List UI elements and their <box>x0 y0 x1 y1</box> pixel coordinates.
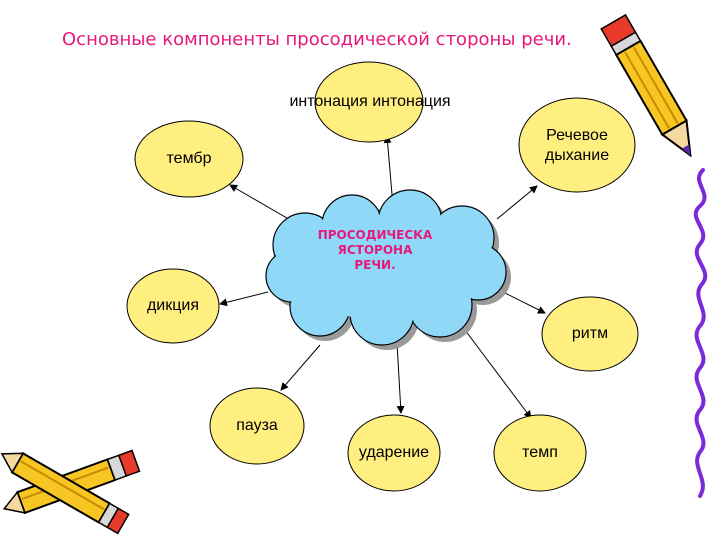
center-label-line-3: РЕЧИ. <box>354 258 396 272</box>
arrow-to-rhythm <box>504 292 546 314</box>
label-timbre: тембр <box>166 150 212 167</box>
crossed-pencils-icon <box>0 449 141 535</box>
label-breathing: Речевое дыхание <box>522 125 632 167</box>
node-diction <box>126 268 220 344</box>
squiggle-decoration <box>693 168 708 498</box>
pencil-icon <box>600 13 692 158</box>
label-stress: ударение <box>358 444 430 461</box>
center-label-line-2: ЯСТОРОНА <box>337 243 413 257</box>
label-intonation: интонация интонация <box>289 93 451 110</box>
node-tempo <box>493 414 587 492</box>
arrow-to-intonation <box>383 135 394 207</box>
label-breathing-line-2: дыхание <box>544 147 610 164</box>
arrow-to-pause <box>280 344 321 391</box>
label-tempo: темп <box>522 444 558 461</box>
arrow-to-timbre <box>229 184 293 222</box>
node-pause <box>209 387 305 465</box>
label-diction: дикция <box>146 297 200 314</box>
node-timbre <box>134 120 244 198</box>
node-rhythm <box>541 296 639 372</box>
arrow-to-stress <box>396 342 405 414</box>
page-title: Основные компоненты просодической сторон… <box>62 29 572 50</box>
arrow-to-tempo <box>461 325 532 419</box>
label-pause: пауза <box>236 417 278 434</box>
arrow-to-diction <box>219 291 269 307</box>
cloud-fill <box>267 191 505 344</box>
node-intonation <box>314 61 424 143</box>
label-breathing-line-1: Речевое <box>546 127 608 144</box>
center-label-line-1: ПРОСОДИЧЕСКА <box>317 228 433 242</box>
node-stress <box>347 414 441 492</box>
arrow-to-breathing <box>496 185 538 220</box>
center-label: ПРОСОДИЧЕСКА ЯСТОРОНА РЕЧИ. <box>300 228 450 273</box>
label-rhythm: ритм <box>571 325 609 342</box>
node-breathing <box>518 97 636 193</box>
